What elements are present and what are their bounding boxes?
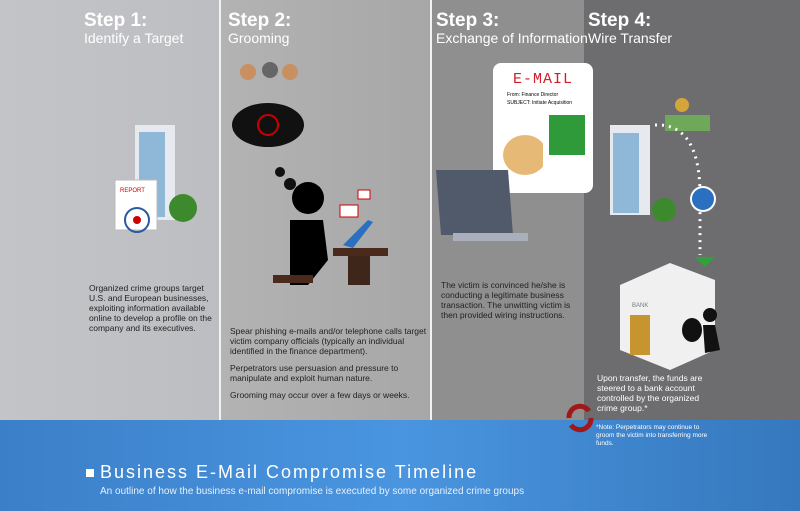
step-3-title: Exchange of Information	[436, 30, 588, 46]
email-subject: SUBJECT: Initiate Acquisition	[507, 100, 573, 106]
step-1-label: Step 1:	[84, 10, 148, 31]
email-document: E-MAIL From: Finance Director SUBJECT: I…	[493, 63, 593, 193]
step-3-description: The victim is convinced he/she is conduc…	[441, 280, 571, 320]
divider	[219, 0, 221, 420]
step-4-title: Wire Transfer	[588, 30, 673, 46]
email-from: From: Finance Director	[507, 92, 559, 98]
office-building-target-icon: REPORT	[114, 125, 197, 233]
victim-at-laptop-icon	[436, 135, 543, 241]
divider	[430, 0, 432, 420]
step-1-description: Organized crime groups target U.S. and E…	[89, 283, 212, 333]
step-3-label: Step 3:	[436, 10, 500, 31]
step-2-panel	[221, 0, 430, 420]
footer-title: Business E-Mail Compromise Timeline	[86, 462, 478, 483]
wire-transfer-bank-icon: BANK	[610, 98, 720, 370]
money-globe-icon	[549, 115, 585, 155]
step-2-title: Grooming	[228, 30, 290, 46]
step-2-label: Step 2:	[228, 10, 292, 31]
step-2-description: Spear phishing e-mails and/or telephone …	[230, 326, 427, 400]
email-heading: E-MAIL	[512, 71, 573, 88]
step-4-description: Upon transfer, the funds are steered to …	[597, 373, 703, 413]
bank-label: BANK	[632, 303, 648, 309]
cycle-arrows-icon	[566, 403, 594, 433]
report-label: REPORT	[120, 188, 145, 194]
hacker-at-computer-icon	[232, 62, 388, 285]
step-4-label: Step 4:	[588, 10, 652, 31]
footer-subtitle: An outline of how the business e-mail co…	[100, 486, 525, 497]
step-1-title: Identify a Target	[84, 30, 184, 46]
footnote: *Note: Perpetrators may continue to groo…	[596, 424, 708, 447]
